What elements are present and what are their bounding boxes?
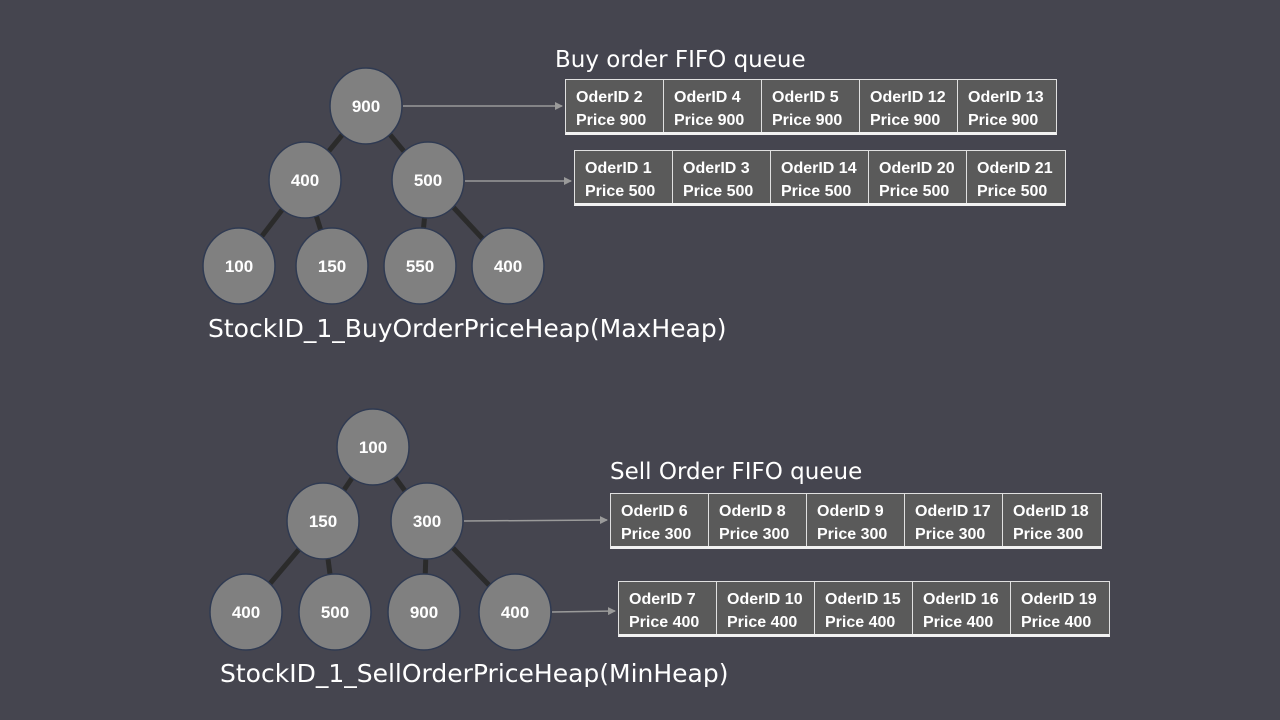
order-cell: OderID 12 Price 900 xyxy=(860,80,958,132)
sell-heap-node xyxy=(478,573,552,651)
order-cell: OderID 3 Price 500 xyxy=(673,151,771,203)
sell-heap-node xyxy=(209,573,283,651)
sell-queue-title: Sell Order FIFO queue xyxy=(610,459,863,485)
buy-heap-node xyxy=(471,227,545,305)
order-id: OderID 6 xyxy=(621,503,688,520)
order-id: OderID 16 xyxy=(923,591,999,608)
buy-heap-node xyxy=(391,141,465,219)
sell-heap-node xyxy=(387,573,461,651)
order-cell: OderID 9 Price 300 xyxy=(807,494,905,546)
sell-heap-node xyxy=(390,482,464,560)
order-cell: OderID 18 Price 300 xyxy=(1003,494,1101,546)
order-price: Price 500 xyxy=(977,183,1048,200)
order-cell: OderID 10 Price 400 xyxy=(717,582,815,634)
order-price: Price 500 xyxy=(585,183,656,200)
buy-heap-node xyxy=(268,141,342,219)
order-cell: OderID 7 Price 400 xyxy=(619,582,717,634)
order-cell: OderID 17 Price 300 xyxy=(905,494,1003,546)
order-id: OderID 20 xyxy=(879,160,955,177)
order-id: OderID 1 xyxy=(585,160,652,177)
order-price: Price 300 xyxy=(719,526,790,543)
order-price: Price 500 xyxy=(683,183,754,200)
buy-heap-node-label: 900 xyxy=(352,97,380,116)
sell-heap-node xyxy=(286,482,360,560)
buy-heap-node-label: 150 xyxy=(318,257,346,276)
order-id: OderID 5 xyxy=(772,89,839,106)
order-price: Price 900 xyxy=(870,112,941,129)
order-price: Price 400 xyxy=(825,614,896,631)
order-id: OderID 3 xyxy=(683,160,750,177)
order-cell: OderID 20 Price 500 xyxy=(869,151,967,203)
buy-heap-node-label: 550 xyxy=(406,257,434,276)
order-cell: OderID 15 Price 400 xyxy=(815,582,913,634)
sell-heap-node xyxy=(336,408,410,486)
order-cell: OderID 4 Price 900 xyxy=(664,80,762,132)
buy-heap-node-label: 400 xyxy=(291,171,319,190)
order-cell: OderID 2 Price 900 xyxy=(566,80,664,132)
order-price: Price 400 xyxy=(1021,614,1092,631)
order-id: OderID 15 xyxy=(825,591,901,608)
order-cell: OderID 6 Price 300 xyxy=(611,494,709,546)
order-price: Price 400 xyxy=(629,614,700,631)
order-id: OderID 10 xyxy=(727,591,803,608)
order-id: OderID 12 xyxy=(870,89,946,106)
order-price: Price 300 xyxy=(1013,526,1084,543)
order-price: Price 500 xyxy=(879,183,950,200)
order-cell: OderID 5 Price 900 xyxy=(762,80,860,132)
sell-heap-node-label: 300 xyxy=(413,512,441,531)
order-id: OderID 4 xyxy=(674,89,741,106)
order-price: Price 500 xyxy=(781,183,852,200)
sell-heap-node xyxy=(298,573,372,651)
sell-heap-node-label: 150 xyxy=(309,512,337,531)
buy-heap-node-label: 100 xyxy=(225,257,253,276)
order-price: Price 900 xyxy=(674,112,745,129)
order-id: OderID 13 xyxy=(968,89,1044,106)
order-id: OderID 2 xyxy=(576,89,643,106)
order-price: Price 900 xyxy=(576,112,647,129)
buy-queue-title: Buy order FIFO queue xyxy=(555,47,806,73)
order-cell: OderID 21 Price 500 xyxy=(967,151,1065,203)
buy-heap-node-label: 400 xyxy=(494,257,522,276)
order-price: Price 300 xyxy=(621,526,692,543)
sell-queue-arrow xyxy=(551,607,616,616)
sell-heap-node-label: 900 xyxy=(410,603,438,622)
order-id: OderID 21 xyxy=(977,160,1053,177)
order-id: OderID 19 xyxy=(1021,591,1097,608)
order-id: OderID 18 xyxy=(1013,503,1089,520)
order-cell: OderID 13 Price 900 xyxy=(958,80,1056,132)
order-price: Price 900 xyxy=(968,112,1039,129)
order-cell: OderID 1 Price 500 xyxy=(575,151,673,203)
buy-heap-node-label: 500 xyxy=(414,171,442,190)
order-id: OderID 8 xyxy=(719,503,786,520)
order-price: Price 300 xyxy=(817,526,888,543)
order-cell: OderID 19 Price 400 xyxy=(1011,582,1109,634)
order-price: Price 300 xyxy=(915,526,986,543)
sell-heap-node-label: 500 xyxy=(321,603,349,622)
buy-heap-title: StockID_1_BuyOrderPriceHeap(MaxHeap) xyxy=(208,314,727,343)
sell-heap-title: StockID_1_SellOrderPriceHeap(MinHeap) xyxy=(220,659,729,688)
order-cell: OderID 8 Price 300 xyxy=(709,494,807,546)
sell-heap-node-label: 400 xyxy=(232,603,260,622)
sell-heap-node-label: 400 xyxy=(501,603,529,622)
order-id: OderID 7 xyxy=(629,591,696,608)
buy-heap-node xyxy=(295,227,369,305)
order-cell: OderID 16 Price 400 xyxy=(913,582,1011,634)
order-id: OderID 17 xyxy=(915,503,991,520)
sell-heap-node-label: 100 xyxy=(359,438,387,457)
order-price: Price 400 xyxy=(727,614,798,631)
sell-queue-arrow xyxy=(463,516,608,525)
order-price: Price 900 xyxy=(772,112,843,129)
order-id: OderID 9 xyxy=(817,503,884,520)
buy-heap-node xyxy=(329,67,403,145)
buy-heap-node xyxy=(202,227,276,305)
order-price: Price 400 xyxy=(923,614,994,631)
order-id: OderID 14 xyxy=(781,160,857,177)
order-cell: OderID 14 Price 500 xyxy=(771,151,869,203)
buy-heap-node xyxy=(383,227,457,305)
